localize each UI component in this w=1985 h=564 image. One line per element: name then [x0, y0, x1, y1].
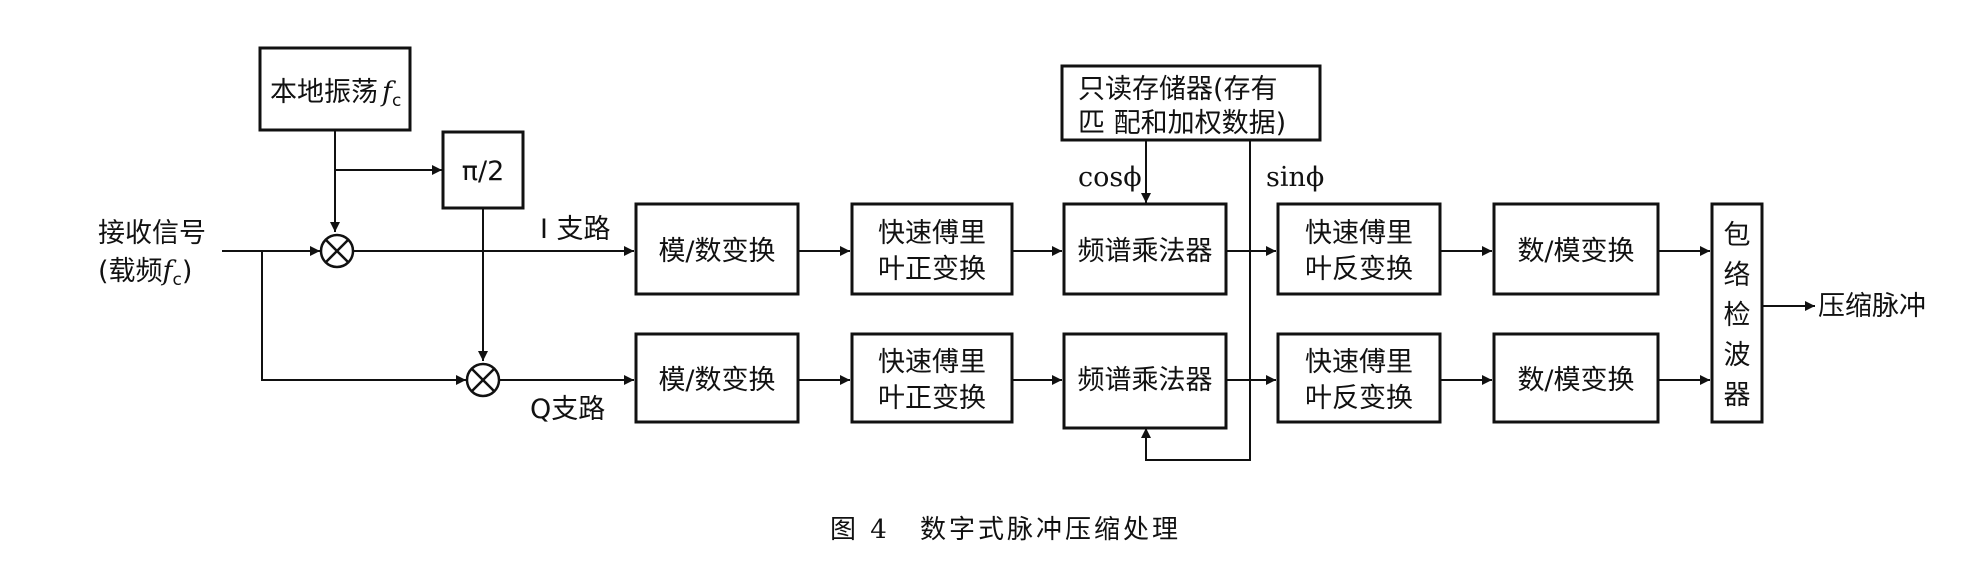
- q-adc-box: [634, 332, 800, 424]
- q-dac-box: [1492, 332, 1660, 424]
- rom-label-line2: 匹 配和加权数据): [1078, 108, 1286, 139]
- connections: [222, 130, 1815, 461]
- caption-title: 数字式脉冲压缩处理: [920, 515, 1181, 545]
- sin-phi-label: sinϕ: [1266, 162, 1324, 193]
- i-adc-label: 模/数变换: [658, 236, 775, 267]
- i-adc-box: [634, 202, 800, 296]
- phase-shifter-block: π/2: [441, 130, 525, 210]
- q-dac-label: 数/模变换: [1517, 365, 1634, 396]
- q-ifft-box: [1276, 332, 1442, 424]
- detector-char-1: 包: [1724, 220, 1751, 251]
- envelope-detector-block: 包 络 检 波 器: [1710, 202, 1764, 424]
- q-adc-label: 模/数变换: [658, 365, 775, 396]
- i-ifft-box: [1276, 202, 1442, 296]
- rom-label-line1: 只读存储器(存有: [1078, 74, 1278, 105]
- input-label-line2: (载频fc): [98, 256, 192, 290]
- wire-input-to-q-mixer: [261, 251, 466, 385]
- i-mixer: [319, 233, 355, 269]
- input-label-line1: 接收信号: [98, 218, 206, 249]
- i-fft-label-line1: 快速傅里: [878, 218, 986, 249]
- q-chain: 模/数变换 快速傅里 叶正变换 频谱乘法器 快速傅里 叶反变换 数/模变换: [634, 332, 1660, 430]
- wire-rom-sin-to-q-mult: [1141, 140, 1251, 461]
- i-fft-label-line2: 叶正变换: [878, 254, 986, 285]
- figure-caption: 图 4 数字式脉冲压缩处理: [830, 515, 1181, 545]
- detector-char-3: 检: [1724, 300, 1751, 331]
- phase-shifter-label: π/2: [462, 156, 505, 187]
- i-dac-box: [1492, 202, 1660, 296]
- q-fft-box: [850, 332, 1014, 424]
- q-mixer: [465, 362, 501, 398]
- envelope-detector-box: [1710, 202, 1764, 424]
- output-label: 压缩脉冲: [1818, 291, 1926, 322]
- detector-char-2: 络: [1724, 260, 1751, 291]
- q-ifft-label-line1: 快速傅里: [1305, 347, 1413, 378]
- i-spectrum-multiplier-box: [1062, 202, 1228, 296]
- rom-block: 只读存储器(存有 匹 配和加权数据): [1060, 64, 1322, 142]
- i-spectrum-multiplier-label: 频谱乘法器: [1078, 236, 1213, 267]
- q-fft-label-line2: 叶正变换: [878, 383, 986, 414]
- caption-number: 图 4: [830, 515, 890, 545]
- local-oscillator-box: [258, 46, 412, 132]
- q-spectrum-multiplier-box: [1062, 332, 1228, 430]
- rom-box: [1060, 64, 1322, 142]
- i-chain: 模/数变换 快速傅里 叶正变换 频谱乘法器 快速傅里 叶反变换 数/模变换: [634, 202, 1660, 296]
- phase-shifter-box: [441, 130, 525, 210]
- q-ifft-label-line2: 叶反变换: [1305, 383, 1413, 414]
- i-ifft-label-line1: 快速傅里: [1305, 218, 1413, 249]
- i-ifft-label-line2: 叶反变换: [1305, 254, 1413, 285]
- q-branch-label: Q支路: [530, 394, 605, 425]
- i-dac-label: 数/模变换: [1517, 236, 1634, 267]
- detector-char-4: 波: [1724, 340, 1751, 371]
- i-branch-label: I 支路: [540, 214, 611, 245]
- q-spectrum-multiplier-label: 频谱乘法器: [1078, 365, 1213, 396]
- input-signal-label: 接收信号 (载频fc): [98, 218, 206, 290]
- i-fft-box: [850, 202, 1014, 296]
- q-fft-label-line1: 快速傅里: [878, 347, 986, 378]
- cos-phi-label: cosϕ: [1078, 162, 1142, 193]
- detector-char-5: 器: [1724, 380, 1751, 411]
